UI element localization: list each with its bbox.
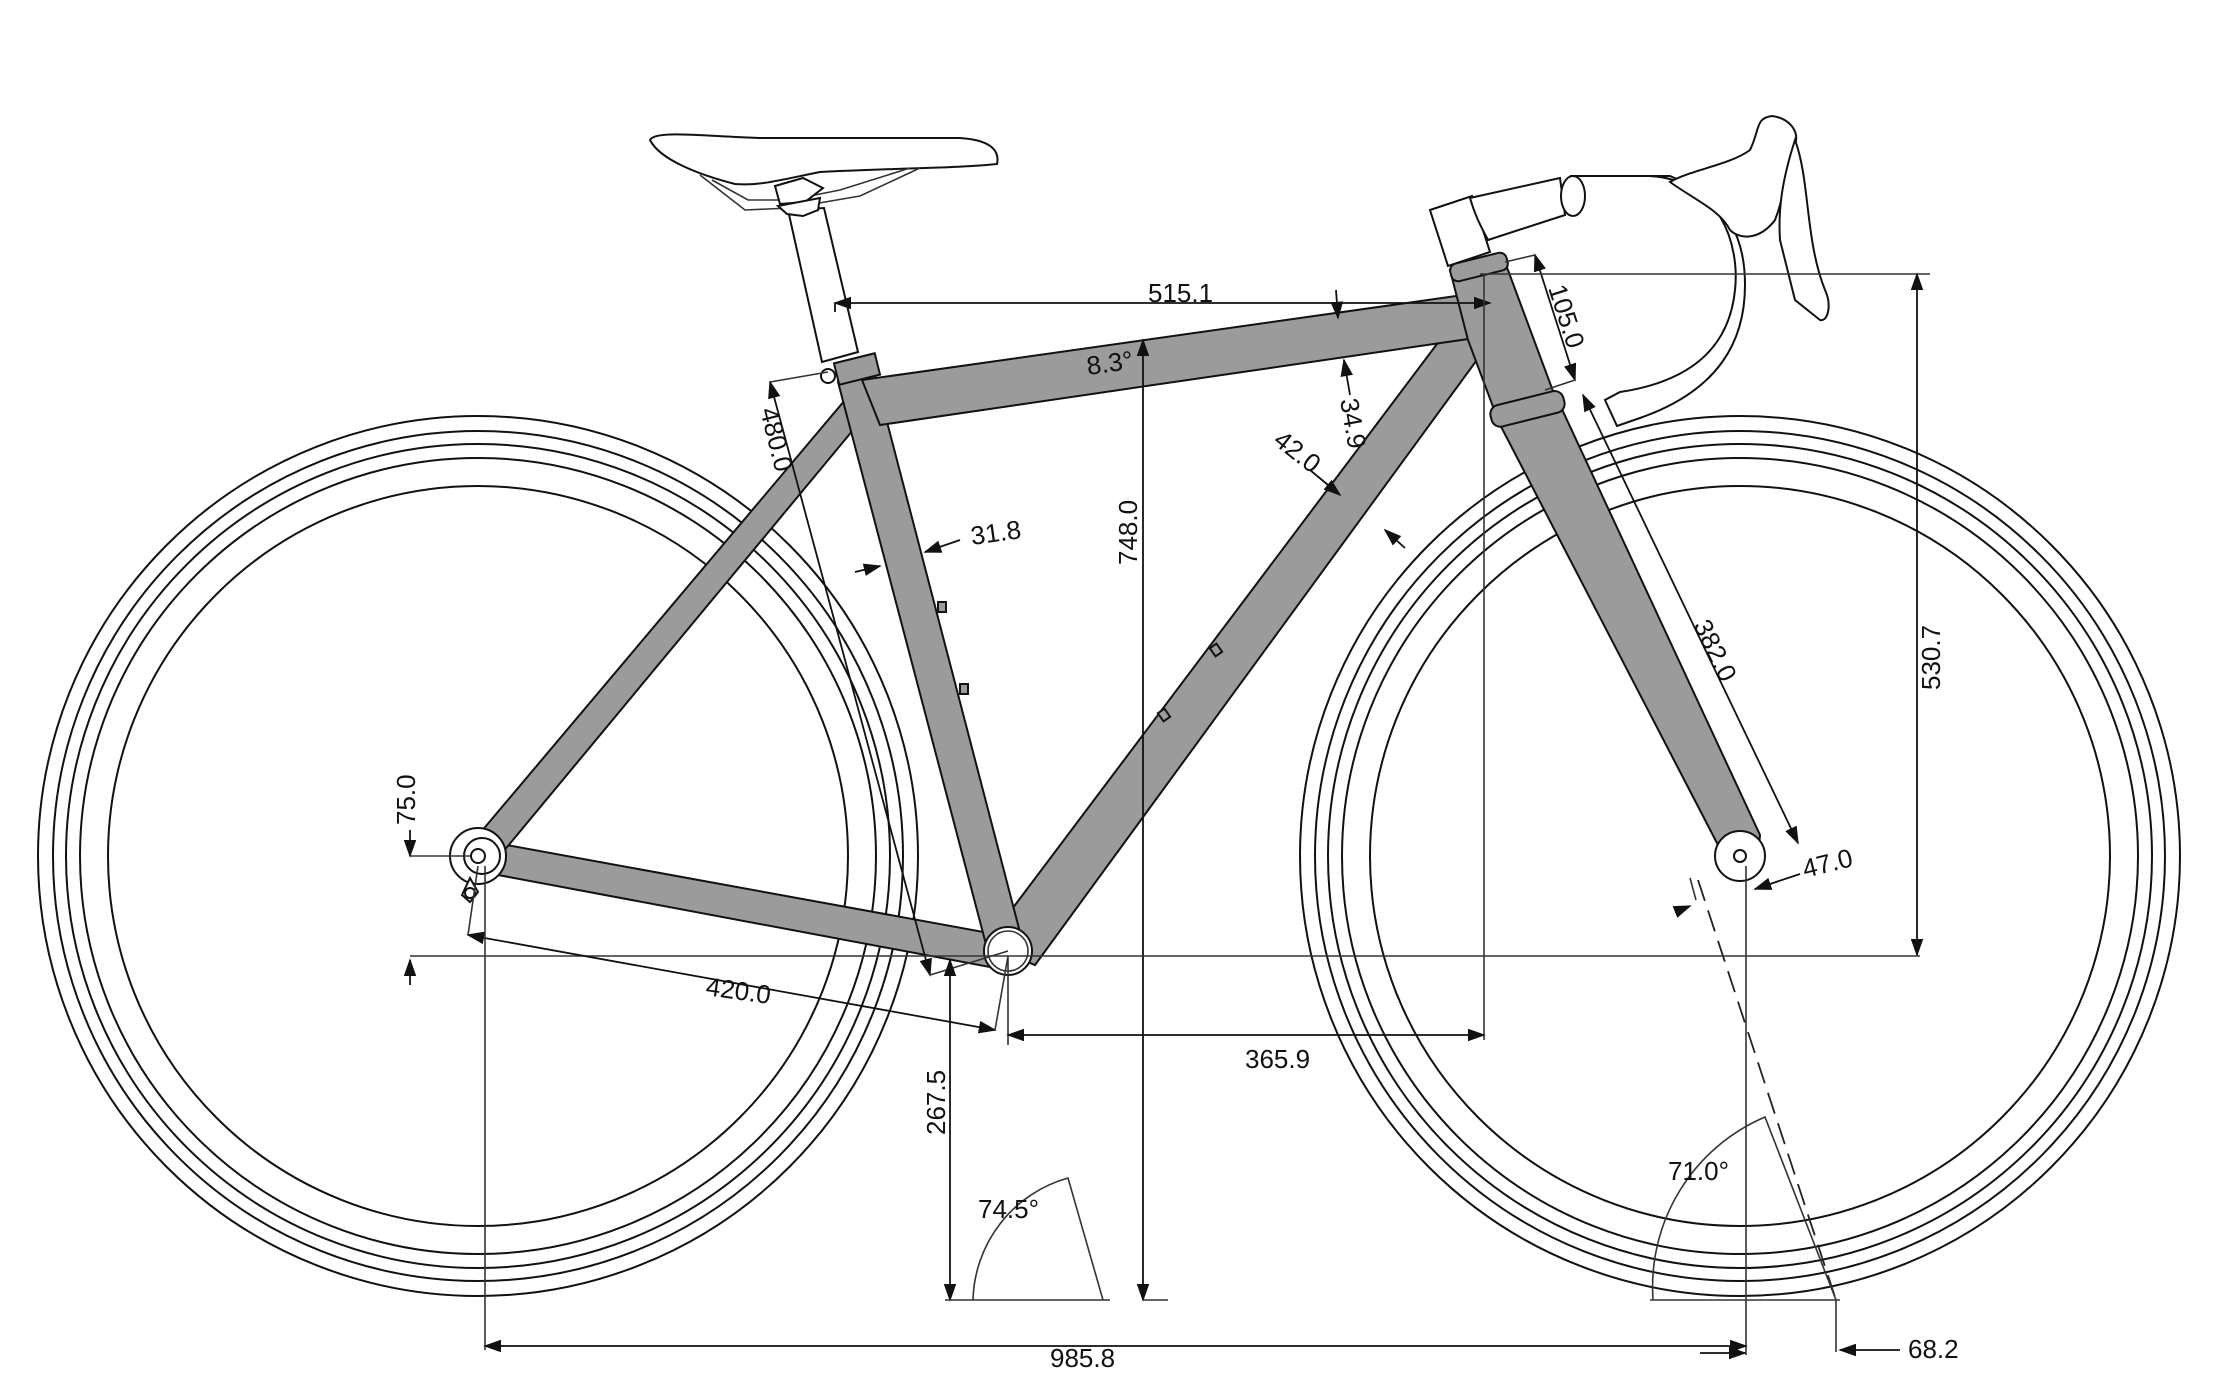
label-seat-tube-length: 480.0 (754, 404, 799, 474)
down-tube (983, 314, 1492, 967)
stem (1428, 175, 1586, 268)
top-tube (860, 292, 1477, 427)
headset-lower (1489, 390, 1566, 428)
label-fork-length: 382.0 (1688, 614, 1743, 686)
headset-upper (1449, 251, 1509, 283)
dimension-lines (403, 253, 1930, 1360)
label-seat-tube-diameter: 31.8 (969, 514, 1023, 551)
label-head-angle: 71.0° (1668, 1156, 1729, 1186)
label-reach: 365.9 (1245, 1044, 1310, 1074)
seatstay (468, 398, 870, 860)
bottle-boss (1208, 642, 1224, 658)
label-standover: 748.0 (1113, 500, 1143, 565)
bottle-boss (937, 601, 947, 613)
label-top-tube-diameter: 34.9 (1334, 396, 1372, 451)
seatpost (786, 206, 860, 364)
label-bb-drop: 75.0 (391, 774, 421, 825)
seat-clamp-bolt (820, 368, 836, 384)
label-wheelbase: 985.8 (1050, 1343, 1115, 1373)
label-bb-height: 267.5 (921, 1070, 951, 1135)
bottle-boss (1156, 707, 1172, 723)
label-fork-offset: 47.0 (1799, 842, 1855, 883)
label-down-tube-diameter: 42.0 (1268, 424, 1326, 479)
label-seat-angle: 74.5° (978, 1194, 1039, 1224)
label-head-tube-length: 105.0 (1542, 281, 1591, 352)
label-chainstay-length: 420.0 (704, 971, 773, 1010)
saddle (648, 133, 999, 218)
label-top-tube-effective: 515.1 (1148, 278, 1213, 308)
handlebar (1570, 114, 1830, 428)
seat-collar (832, 352, 882, 386)
label-trail: 68.2 (1908, 1334, 1959, 1364)
bottle-boss (959, 683, 969, 695)
seat-tube (836, 370, 1024, 954)
label-stack: 530.7 (1916, 625, 1946, 690)
label-top-tube-slope: 8.3° (1085, 345, 1135, 381)
